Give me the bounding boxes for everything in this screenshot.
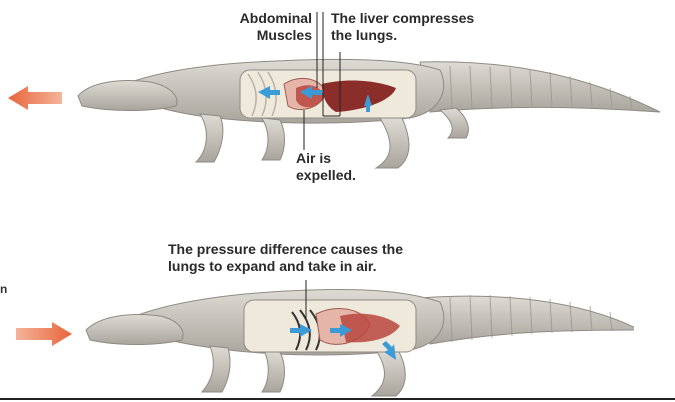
top-front-leg-2 — [262, 118, 285, 160]
label-abdominal-muscles: Abdominal Muscles — [228, 10, 312, 44]
bottom-front-leg — [202, 346, 230, 392]
top-hind-leg-2 — [440, 108, 468, 138]
bottom-alligator — [16, 290, 640, 397]
top-tail — [420, 62, 660, 112]
top-front-leg — [196, 114, 223, 162]
label-pressure-difference: The pressure difference causes the lungs… — [168, 241, 403, 275]
direction-arrow-right — [16, 322, 72, 346]
top-head — [78, 81, 177, 111]
edge-text-fragment: n — [0, 282, 7, 296]
bottom-rule — [0, 398, 675, 400]
top-hind-leg — [376, 118, 409, 168]
bottom-hind-leg — [372, 350, 405, 396]
label-air-expelled: Air is expelled. — [296, 150, 356, 184]
direction-arrow-left — [8, 86, 62, 110]
label-liver-compresses: The liver compresses the lungs. — [331, 10, 474, 44]
bottom-front-leg-2 — [262, 350, 285, 392]
bottom-head — [86, 315, 183, 345]
